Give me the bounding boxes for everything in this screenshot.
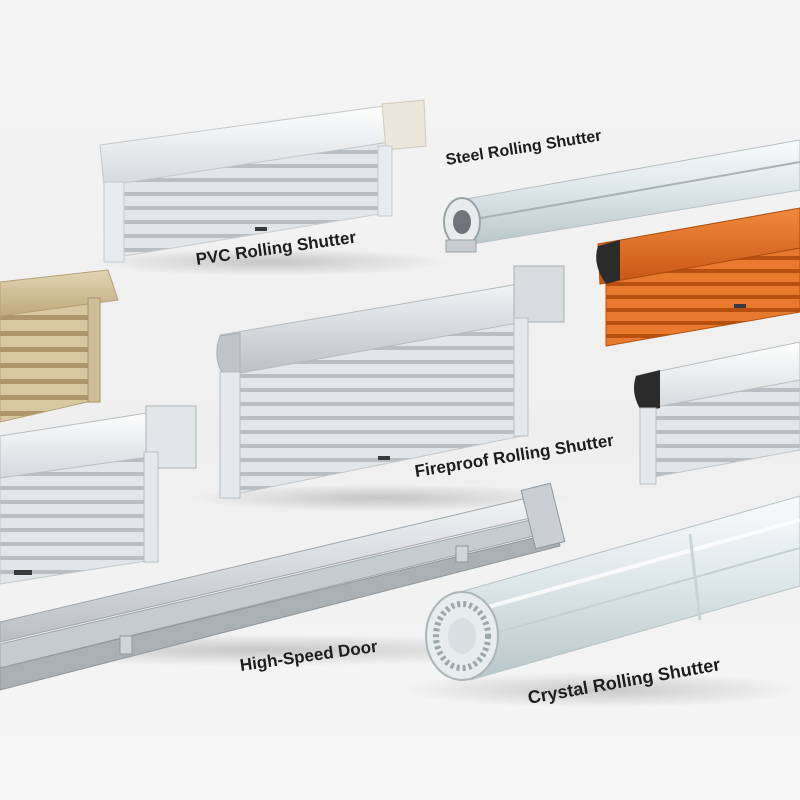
pvc-rolling-shutter [90, 99, 450, 276]
beige-rolling-shutter [0, 269, 119, 423]
gray-rolling-shutter [634, 341, 800, 485]
crystal-rolling-shutter [400, 495, 800, 708]
aluminum-rolling-shutter [0, 405, 197, 585]
fireproof-rolling-shutter [190, 265, 570, 512]
orange-rolling-shutter [596, 207, 800, 347]
high-speed-door [0, 482, 566, 691]
steel-rolling-shutter [443, 139, 800, 253]
